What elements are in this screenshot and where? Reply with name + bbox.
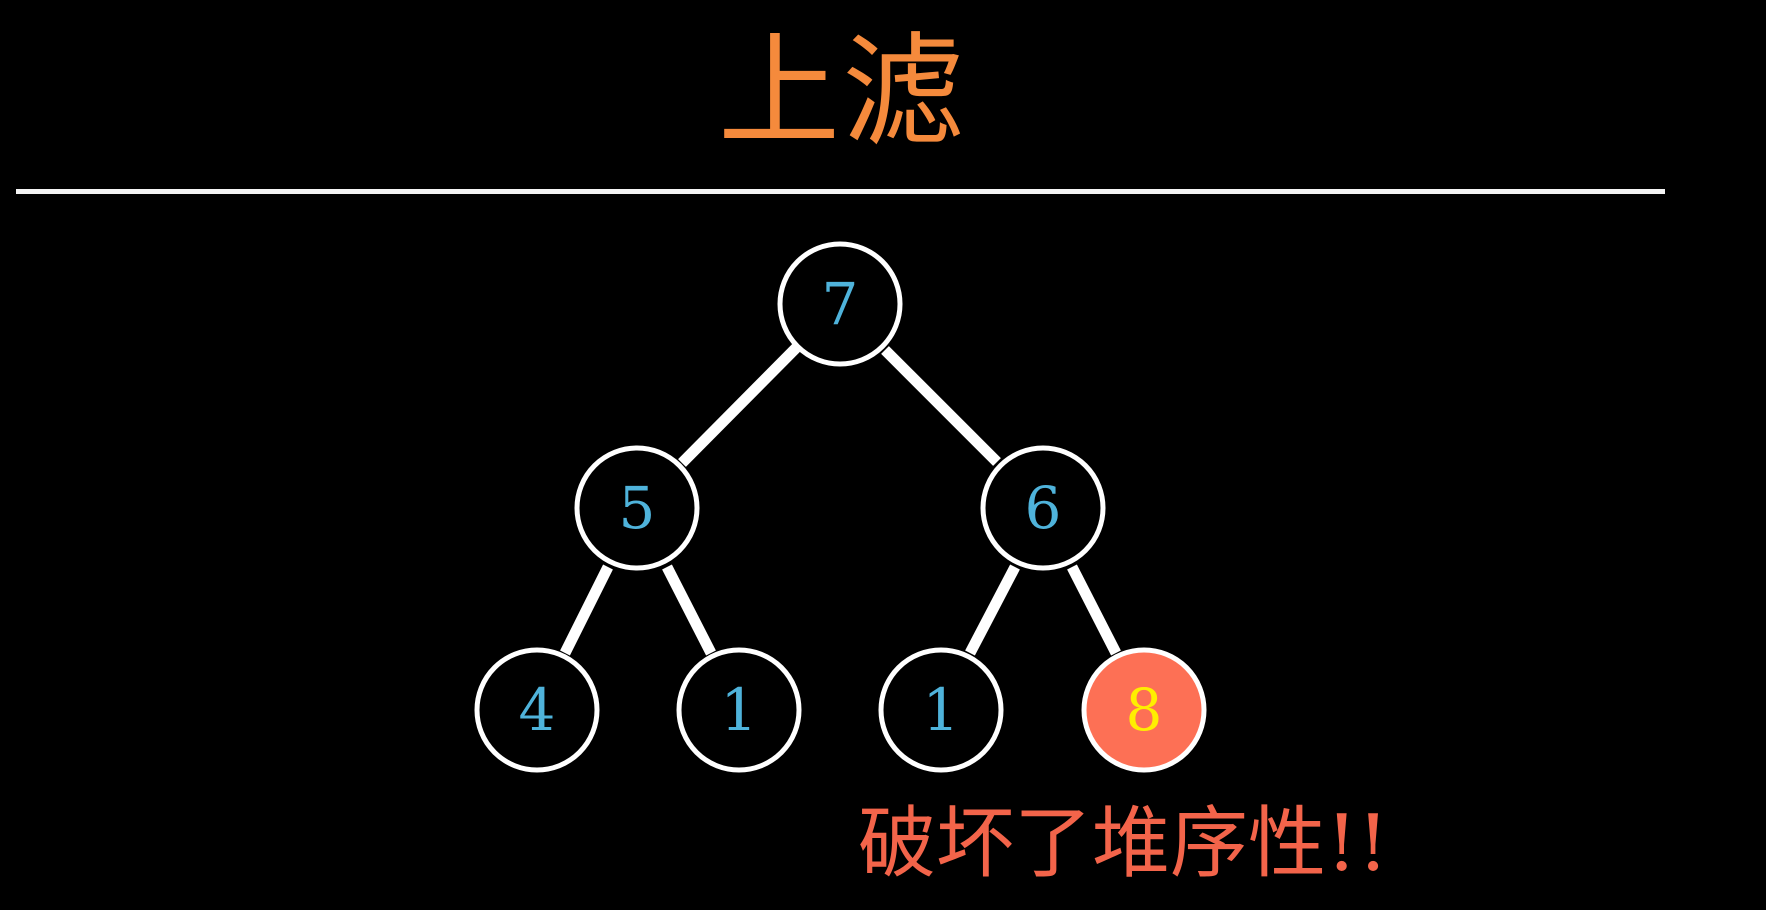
node-circle (980, 445, 1106, 571)
node-circle (676, 647, 802, 773)
highlighted-node-circle (1081, 647, 1207, 773)
slide-title: 上滤 (718, 21, 966, 163)
node-circle (777, 241, 903, 367)
tree-node-leaf-4-highlighted: 8 (1081, 647, 1207, 773)
tree-edges (560, 343, 1121, 656)
tree-node-leaf-2: 1 (676, 647, 802, 773)
tree-node-leaf-3: 1 (878, 647, 1004, 773)
tree-node-root: 7 (777, 241, 903, 367)
edge-7-6 (881, 346, 1001, 466)
title-divider (16, 189, 1665, 194)
heap-order-violation-note: 破坏了堆序性!! (858, 799, 1389, 889)
node-circle (574, 445, 700, 571)
node-value: 4 (519, 676, 556, 744)
edge-5-4 (560, 564, 613, 656)
tree-node-leaf-1: 4 (474, 647, 600, 773)
node-value: 1 (721, 676, 758, 744)
node-circle (474, 647, 600, 773)
node-value: 7 (822, 270, 859, 338)
tree-node-left-child: 5 (574, 445, 700, 571)
node-circle (878, 647, 1004, 773)
edge-6-1 (965, 564, 1020, 656)
node-value: 5 (619, 474, 656, 542)
node-value: 1 (923, 676, 960, 744)
highlighted-node-value: 8 (1126, 676, 1163, 744)
edge-5-1 (662, 564, 716, 656)
edge-6-8 (1067, 564, 1121, 656)
node-value: 6 (1025, 474, 1062, 542)
edge-7-5 (678, 343, 801, 467)
tree-node-right-child: 6 (980, 445, 1106, 571)
